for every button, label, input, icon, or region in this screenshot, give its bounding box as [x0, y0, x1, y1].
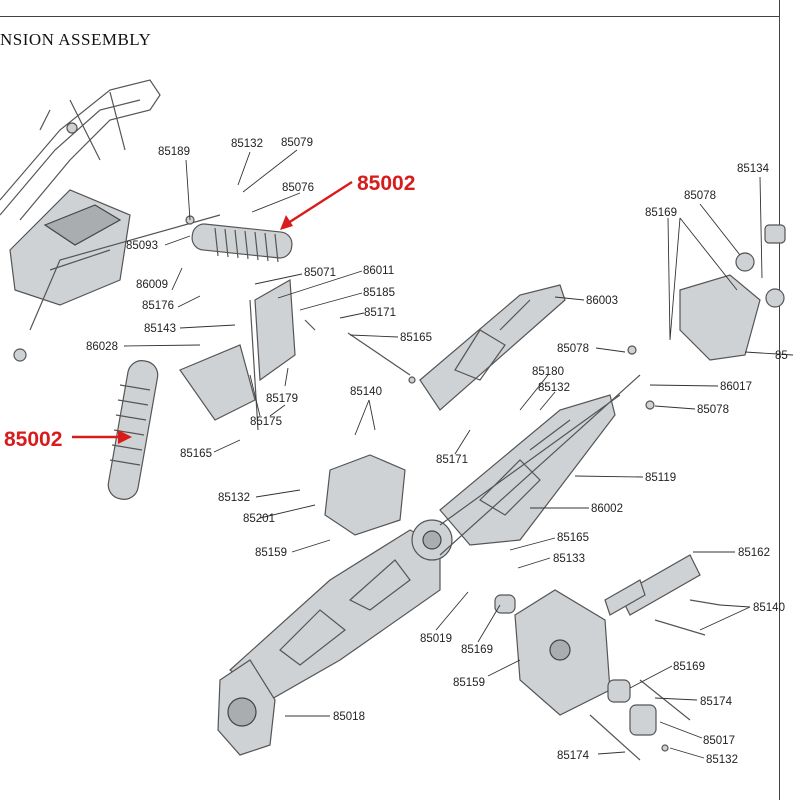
skid-bracket — [619, 554, 701, 616]
callout-arrow-upper — [284, 180, 353, 227]
part-label: 85093 — [126, 240, 158, 252]
callout-arrowhead-lower — [118, 430, 132, 444]
callout-85002-upper: 85002 — [357, 172, 415, 195]
part-label: 85143 — [144, 323, 176, 335]
rear-hub — [679, 274, 761, 361]
lower-arm-right — [439, 394, 616, 546]
bearing-seat — [227, 697, 257, 727]
part-label: 85019 — [420, 633, 452, 645]
part-label: 85159 — [255, 547, 287, 559]
part-label: 85169 — [673, 661, 705, 673]
part-label: 86003 — [586, 295, 618, 307]
part-label: 86011 — [363, 265, 394, 277]
part-label: 85 — [775, 350, 788, 362]
part-label: 86009 — [136, 279, 168, 291]
roll-frame — [0, 79, 161, 221]
part-label: 85140 — [350, 386, 382, 398]
part-label: 85174 — [700, 696, 733, 708]
part-label: 85134 — [737, 163, 770, 175]
steering-rod — [29, 214, 221, 331]
top-border — [0, 16, 780, 17]
part-label: 85078 — [684, 190, 716, 202]
part-label: 85179 — [266, 393, 298, 405]
mount-bracket — [9, 189, 131, 306]
part-label: 85078 — [697, 404, 729, 416]
part-label: 85174 — [557, 750, 590, 762]
part-label: 85169 — [645, 207, 677, 219]
part-label: 85079 — [281, 137, 313, 149]
callout-arrowhead-upper — [280, 215, 293, 230]
part-label: 85119 — [645, 472, 676, 484]
right-border — [779, 0, 780, 800]
shock-tower — [254, 279, 296, 382]
part-label: 85133 — [553, 553, 585, 565]
part-label: 85185 — [363, 287, 395, 299]
upper-a-arm — [419, 284, 566, 411]
part-label: 85018 — [333, 711, 365, 723]
leader-lines — [123, 149, 794, 759]
part-label: 85165 — [557, 532, 589, 544]
shock-lower — [107, 360, 159, 500]
part-label: 85165 — [400, 332, 432, 344]
lower-arm-left — [229, 529, 441, 701]
part-label: 85162 — [738, 547, 770, 559]
part-label: 85201 — [243, 513, 275, 525]
part-label: 85017 — [703, 735, 735, 747]
part-label: 85132 — [706, 754, 738, 766]
part-label: 86002 — [591, 503, 623, 515]
part-label: 85171 — [436, 454, 468, 466]
part-label: 85132 — [218, 492, 250, 504]
part-label: 85071 — [304, 267, 336, 279]
shock-upper — [191, 223, 293, 263]
part-label: 86017 — [720, 381, 752, 393]
part-label: 85180 — [532, 366, 564, 378]
part-label: 85176 — [142, 300, 174, 312]
ball-end — [735, 252, 755, 272]
part-label: 85140 — [753, 602, 785, 614]
bulkhead — [324, 454, 406, 536]
part-label: 85189 — [158, 146, 190, 158]
part-label: 85175 — [250, 416, 282, 428]
shock-mount — [179, 344, 256, 421]
part-label: 85076 — [282, 182, 314, 194]
part-label: 85132 — [538, 382, 570, 394]
assembly-title: NSION ASSEMBLY — [0, 30, 152, 49]
part-label: 86028 — [86, 341, 118, 353]
rod-end — [13, 348, 27, 362]
part-label: 85165 — [180, 448, 212, 460]
part-label: 85132 — [231, 138, 263, 150]
callout-85002-lower: 85002 — [4, 428, 62, 451]
part-label: 85171 — [364, 307, 396, 319]
part-label: 85078 — [557, 343, 589, 355]
bushing — [629, 704, 657, 736]
part-label: 85159 — [453, 677, 485, 689]
part-label: 85169 — [461, 644, 493, 656]
